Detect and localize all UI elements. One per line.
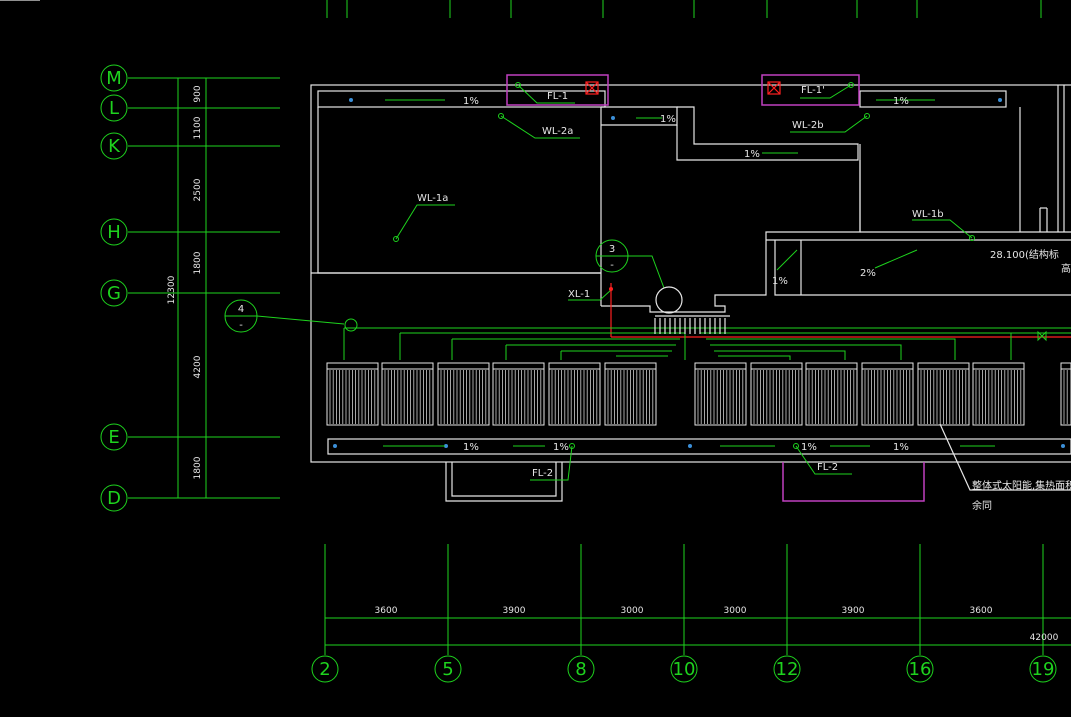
row-axis-label: D xyxy=(107,488,121,509)
row-axis-label: K xyxy=(108,136,121,157)
slope-label: 1% xyxy=(801,442,817,453)
detail-mark-3: 3 - xyxy=(595,239,683,314)
detail-mark-sheet: - xyxy=(610,260,614,271)
pipe-label-wl1a: WL-1a xyxy=(417,193,448,204)
pipe-label-wl2b: WL-2b xyxy=(792,120,824,131)
vertical-dim-segment: 2500 xyxy=(193,178,203,201)
drain-points xyxy=(333,82,1065,449)
detail-mark-number: 3 xyxy=(609,244,615,255)
column-axis-label: 5 xyxy=(442,659,453,680)
column-axis-16: 16 xyxy=(906,655,934,683)
top-tick-marks xyxy=(326,0,1042,18)
pipe-label-fl1: FL-1 xyxy=(547,91,568,102)
slope-label: 1% xyxy=(660,114,676,125)
solar-panel xyxy=(805,362,858,426)
column-axis-12: 12 xyxy=(773,655,801,683)
row-grid-lines xyxy=(128,77,280,499)
horizontal-dim-segment: 3900 xyxy=(503,606,526,616)
slope-label: 1% xyxy=(553,442,569,453)
detail-mark-number: 4 xyxy=(238,304,244,315)
solar-note-line2: 余同 xyxy=(972,499,992,512)
elevation-text: 28.100(结构标 xyxy=(990,248,1059,261)
building-walls xyxy=(310,84,1071,502)
riser-bundle xyxy=(654,315,730,334)
solar-collector-panels xyxy=(326,362,1071,426)
solar-panel xyxy=(861,362,914,426)
column-axis-8: 8 xyxy=(567,655,595,683)
column-axis-label: 16 xyxy=(909,659,932,680)
slope-label: 1% xyxy=(463,96,479,107)
solar-panel xyxy=(548,362,601,426)
column-grid-lines xyxy=(324,544,1071,655)
solar-panel xyxy=(326,362,379,426)
solar-panel xyxy=(694,362,747,426)
row-axis-label: E xyxy=(108,427,119,448)
slope-label: 1% xyxy=(772,276,788,287)
row-axis-label: M xyxy=(106,68,122,89)
row-axis-label: G xyxy=(107,283,121,304)
row-axis-g: G xyxy=(100,279,128,307)
vertical-dim-segment: 1800 xyxy=(193,456,203,479)
solar-panel xyxy=(750,362,803,426)
column-axis-2: 2 xyxy=(311,655,339,683)
slope-label: 1% xyxy=(463,442,479,453)
horizontal-dim-segment: 3600 xyxy=(970,606,993,616)
column-axis-label: 2 xyxy=(319,659,330,680)
horizontal-dim-segment: 3000 xyxy=(724,606,747,616)
solar-panel xyxy=(437,362,490,426)
elevation-suffix: 高 xyxy=(1061,262,1071,275)
horizontal-dim-segment: 3000 xyxy=(621,606,644,616)
leader-lines xyxy=(395,84,973,481)
row-axis-h: H xyxy=(100,218,128,246)
horizontal-dim-segment: 3600 xyxy=(375,606,398,616)
vertical-total-dim: 12300 xyxy=(167,275,177,304)
horizontal-total-dim: 42000 xyxy=(1030,633,1059,643)
pipe-label-fl1-prime: FL-1' xyxy=(801,85,825,96)
pipe-label-fl2a: FL-2 xyxy=(532,468,553,479)
slope-label: 2% xyxy=(860,268,876,279)
detail-mark-sheet: - xyxy=(239,320,243,331)
column-axis-5: 5 xyxy=(434,655,462,683)
pipe-label-wl1b: WL-1b xyxy=(912,209,944,220)
slope-label: 1% xyxy=(744,149,760,160)
row-axis-k: K xyxy=(100,132,128,160)
solar-panel xyxy=(381,362,434,426)
row-axis-l: L xyxy=(100,94,128,122)
vertical-dim-segment: 1800 xyxy=(193,251,203,274)
row-axis-m: M xyxy=(100,64,128,92)
roof-outlet-boxes xyxy=(506,74,925,502)
row-axis-label: H xyxy=(107,222,121,243)
column-axis-label: 12 xyxy=(776,659,799,680)
horizontal-dim-segment: 3900 xyxy=(842,606,865,616)
slope-arrows xyxy=(383,99,995,447)
vertical-dim-segment: 1100 xyxy=(193,116,203,139)
solar-panel xyxy=(492,362,545,426)
solar-distribution-pipes xyxy=(343,327,1071,360)
vertical-dim-segment: 4200 xyxy=(193,355,203,378)
pipe-label-fl2b: FL-2 xyxy=(817,462,838,473)
column-axis-10: 10 xyxy=(670,655,698,683)
solar-panel xyxy=(1060,362,1071,426)
solar-note-line1: 整体式太阳能,集热面积2平方 xyxy=(972,479,1071,492)
column-axis-label: 19 xyxy=(1032,659,1055,680)
slope-label: 1% xyxy=(893,96,909,107)
solar-panel xyxy=(972,362,1025,426)
row-axis-d: D xyxy=(100,484,128,512)
column-axis-label: 8 xyxy=(575,659,586,680)
pipe-label-wl2a: WL-2a xyxy=(542,126,573,137)
pipe-label-xl1: XL-1 xyxy=(568,289,590,300)
solar-panel xyxy=(917,362,970,426)
vertical-dim-segment: 900 xyxy=(193,85,203,102)
slope-label: 1% xyxy=(893,442,909,453)
column-axis-label: 10 xyxy=(673,659,696,680)
solar-note-leader xyxy=(939,423,1071,491)
row-axis-e: E xyxy=(100,423,128,451)
row-axis-label: L xyxy=(109,98,119,119)
solar-panel xyxy=(604,362,657,426)
column-axis-19: 19 xyxy=(1029,655,1057,683)
detail-mark-4: 4 - xyxy=(224,299,358,333)
